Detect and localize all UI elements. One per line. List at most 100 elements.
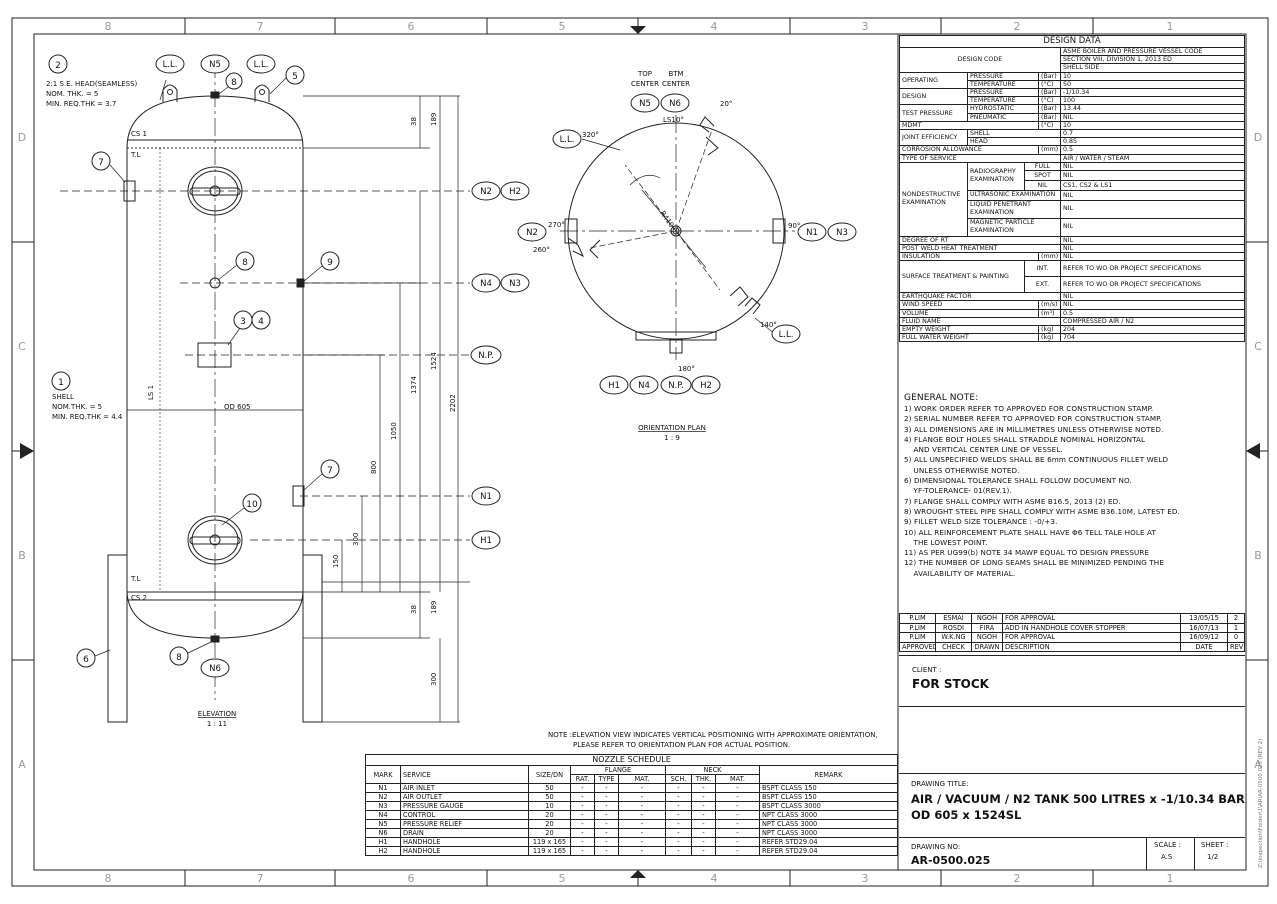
col-mark: MARK xyxy=(365,765,401,784)
rt-spot-value: NIL xyxy=(1060,170,1245,182)
mp-label: MAGNETIC PARTICLE EXAMINATION xyxy=(967,217,1061,237)
leg-20deg xyxy=(699,116,715,133)
nozzle-cell: - xyxy=(665,846,692,856)
nozzle-cell: 20 xyxy=(528,828,571,838)
note-line: 10) ALL REINFORCEMENT PLATE SHALL HAVE Φ… xyxy=(904,527,1156,537)
callout-8: 8 xyxy=(176,653,182,663)
tag-n6: N6 xyxy=(209,664,221,674)
leg-right xyxy=(302,554,323,723)
callout-10: 10 xyxy=(246,500,258,510)
unit: (kg) xyxy=(1038,333,1061,343)
scale-value: A.S xyxy=(1161,853,1173,861)
angle-90: 90° xyxy=(788,222,800,230)
zone-row: A xyxy=(1254,758,1262,771)
zone-row: A xyxy=(18,758,26,771)
mdmt-label: MDMT xyxy=(899,120,1039,131)
nozzle-cell: - xyxy=(570,846,595,856)
nozzle-cell: - xyxy=(691,828,716,838)
callout-7: 7 xyxy=(327,466,333,476)
client-name: FOR STOCK xyxy=(912,677,989,691)
nozzle-cell: - xyxy=(715,819,760,829)
unit: (mm) xyxy=(1038,251,1061,262)
rev-drawn: NGOH xyxy=(971,613,1003,624)
revision-row: P.LIM ROSDI FIRA ADD IN HANDHOLE COVER S… xyxy=(899,622,1245,634)
nozzle-schedule: NOZZLE SCHEDULE MARK SERVICE SIZE/DN FLA… xyxy=(365,754,898,856)
plan-center-label: CENTER xyxy=(662,80,690,88)
col-type: TYPE xyxy=(594,774,619,784)
client-label: CLIENT : xyxy=(912,666,942,674)
plan-name-plate xyxy=(635,331,717,341)
nozzle-cell: - xyxy=(570,837,595,847)
design-label: DESIGN xyxy=(899,88,968,106)
note-line: AND VERTICAL CENTER LINE OF VESSEL. xyxy=(904,445,1063,455)
drawing-title-label: DRAWING TITLE: xyxy=(911,780,969,788)
inner-border xyxy=(33,33,1247,871)
op-temp-value: 50 xyxy=(1060,79,1245,90)
zone-col: 7 xyxy=(257,872,264,885)
nozzle-cell: BSPT CLASS 3000 xyxy=(759,801,898,811)
nozzle-cell: - xyxy=(665,810,692,820)
design-pressure-label: PRESSURE xyxy=(967,88,1039,98)
nozzle-cell: - xyxy=(594,792,619,802)
unit: (m/s) xyxy=(1038,300,1061,310)
orientation-tags xyxy=(517,93,857,395)
dim-1374: 1374 xyxy=(410,376,418,394)
ut-value: NIL xyxy=(1060,190,1245,201)
unit: (Bar) xyxy=(1038,112,1061,122)
zone-col: 5 xyxy=(559,20,566,33)
angle-0: 0° xyxy=(676,116,684,124)
angle-20: 20° xyxy=(720,100,732,108)
rev-header-check: CHECK xyxy=(935,641,972,653)
note-line: NOTE :ELEVATION VIEW INDICATES VERTICAL … xyxy=(548,731,878,739)
zone-row: C xyxy=(1254,340,1262,353)
operating-label: OPERATING xyxy=(899,71,968,90)
rt-full-label: FULL xyxy=(1024,161,1061,172)
col-remark: REMARK xyxy=(759,765,898,784)
design-code-line: ASME BOILER AND PRESSURE VESSEL CODE xyxy=(1060,46,1245,57)
ls1-label: LS 1 xyxy=(147,385,155,400)
zone-col: 4 xyxy=(711,20,718,33)
title-block-divider xyxy=(899,837,1245,838)
nozzle-cell: - xyxy=(618,801,666,811)
nozzle-cell: - xyxy=(691,810,716,820)
nozzle-cell: - xyxy=(665,792,692,802)
nozzle-cell: - xyxy=(715,810,760,820)
unit: (Bar) xyxy=(1038,88,1061,98)
pneumatic-value: NIL xyxy=(1060,112,1245,122)
insulation-label: INSULATION xyxy=(899,251,1039,262)
rev-header-rev: REV xyxy=(1227,641,1245,653)
nozzle-cell: - xyxy=(665,783,692,793)
note-line: 6) DIMENSIONAL TOLERANCE SHALL FOLLOW DO… xyxy=(904,476,1132,486)
elevation-callouts xyxy=(48,54,340,668)
fluid-label: FLUID NAME xyxy=(899,316,1061,326)
nozzle-cell: - xyxy=(715,783,760,793)
design-code-line: SHELL SIDE xyxy=(1060,63,1245,73)
elevation-tag-text: L.L. N5 L.L. N2 H2 N4 N3 N.P. N1 H1 N6 xyxy=(163,60,521,674)
nozzle-cell: - xyxy=(594,810,619,820)
nozzle-cell: N2 xyxy=(365,792,401,802)
zone-col: 3 xyxy=(862,20,869,33)
head-note-line: NOM. THK. = 5 xyxy=(46,90,98,98)
nozzle-cell: HANDHOLE xyxy=(400,846,529,856)
nozzle-cell: N3 xyxy=(365,801,401,811)
rt-full-value: NIL xyxy=(1060,161,1245,172)
dim-1050: 1050 xyxy=(390,422,398,440)
drawing-no-label: DRAWING NO: xyxy=(911,843,961,851)
zone-col: 7 xyxy=(257,20,264,33)
zone-col: 5 xyxy=(559,872,566,885)
surface-int-value: REFER TO WO OR PROJECT SPECIFICATIONS xyxy=(1060,260,1245,278)
callout-4: 4 xyxy=(258,317,264,327)
unit: (mm) xyxy=(1038,145,1061,155)
col-sch: SCH. xyxy=(665,774,692,784)
elevation-view xyxy=(60,60,470,723)
surface-label: SURFACE TREATMENT & PAINTING xyxy=(899,260,1025,294)
service-value: AIR / WATER / STEAM xyxy=(1060,153,1245,163)
nozzle-cell: - xyxy=(570,828,595,838)
tl-bottom-label: T.L xyxy=(130,575,141,583)
radiography-label: RADIOGRAPHY EXAMINATION xyxy=(967,161,1025,192)
center-mark-left xyxy=(20,443,34,459)
orientation-plan xyxy=(560,115,795,360)
nozzle-schedule-title: NOZZLE SCHEDULE xyxy=(365,754,898,766)
